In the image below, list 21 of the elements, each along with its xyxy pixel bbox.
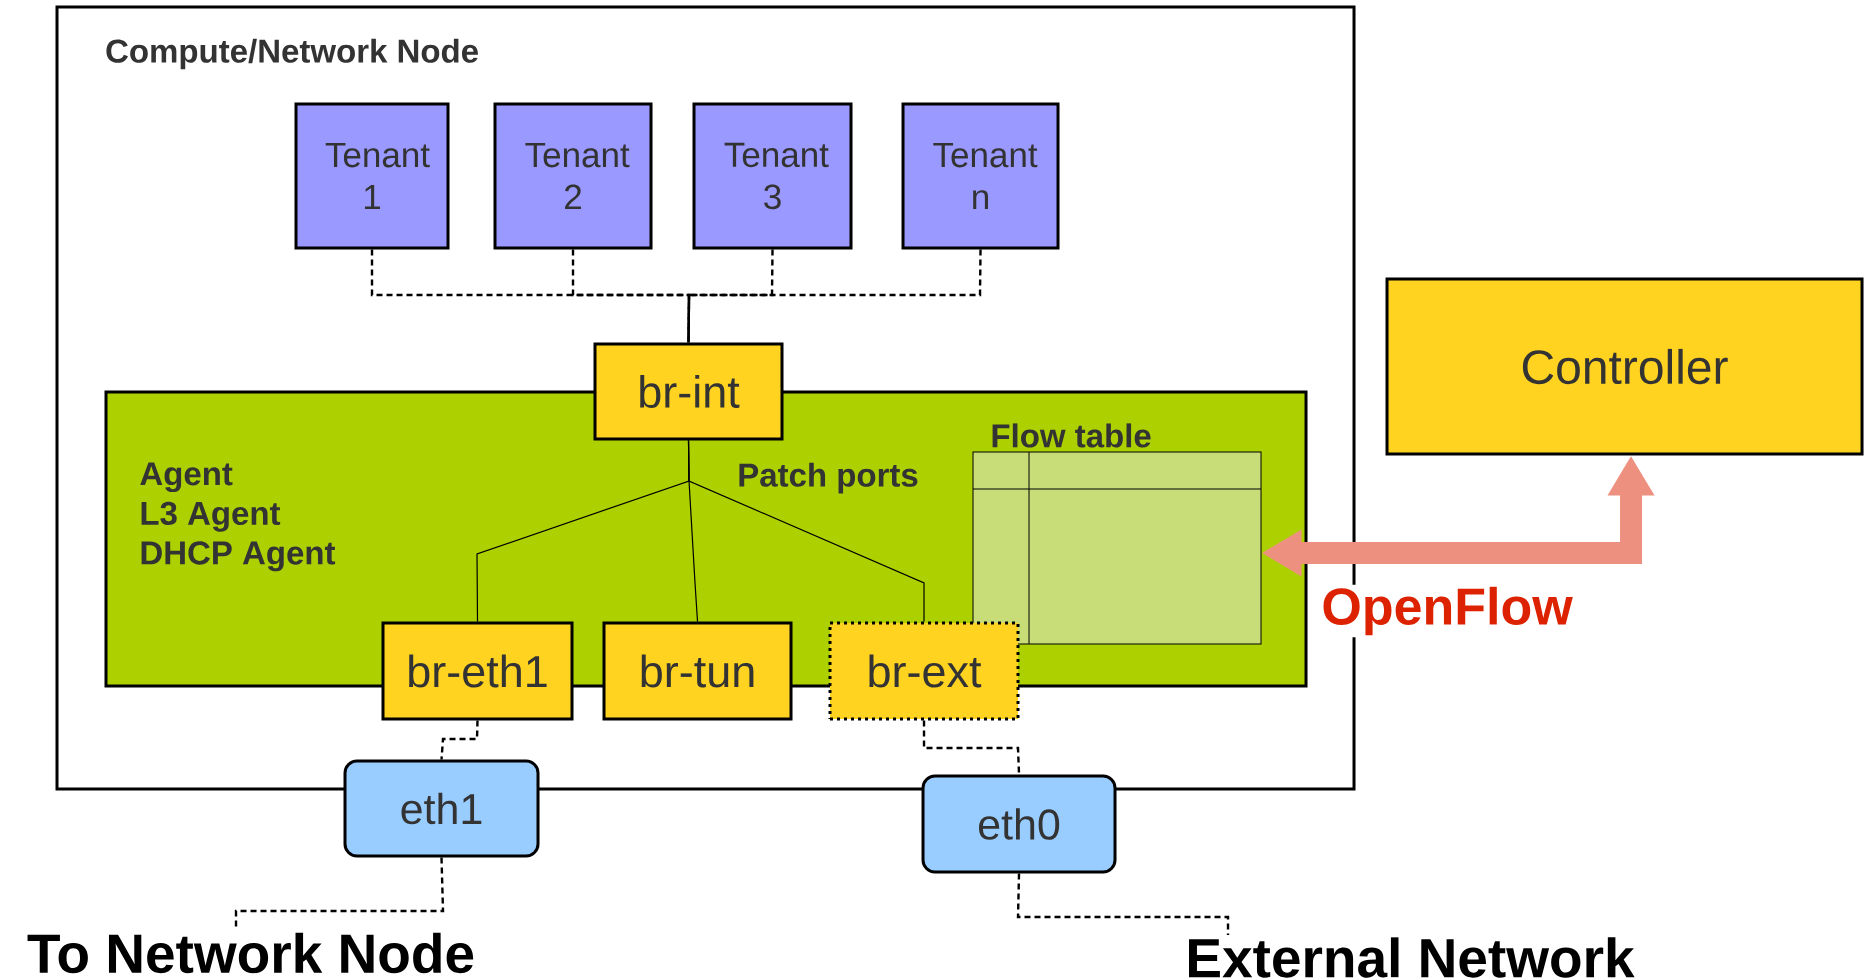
bridge-box: br-eth1 [381,621,574,721]
connector-line [922,720,1021,775]
interface-box: eth0 [921,774,1117,874]
tenant-box: Tenant 3 [692,102,853,250]
connector-line [687,439,925,623]
network-label: To Network Node [27,932,474,974]
bridge-box: br-int [593,342,784,441]
tenant-box: Tenant n [901,102,1060,250]
tenant-box: Tenant 2 [493,102,653,250]
connector-line [687,249,982,343]
connector-line [440,720,479,760]
network-label: External Network [1189,937,1635,978]
bridge-box: br-ext [828,621,1020,721]
edge-label: OpenFlow [1319,584,1575,638]
tenant-box: Tenant 1 [294,102,450,250]
node-label: Flow table [992,423,1151,448]
connector-line [1016,873,1230,935]
interface-box: eth1 [343,759,540,858]
bridge-box: br-tun [602,621,793,721]
port-label: Patch ports [739,462,918,494]
controller-box: Controller [1385,277,1864,456]
